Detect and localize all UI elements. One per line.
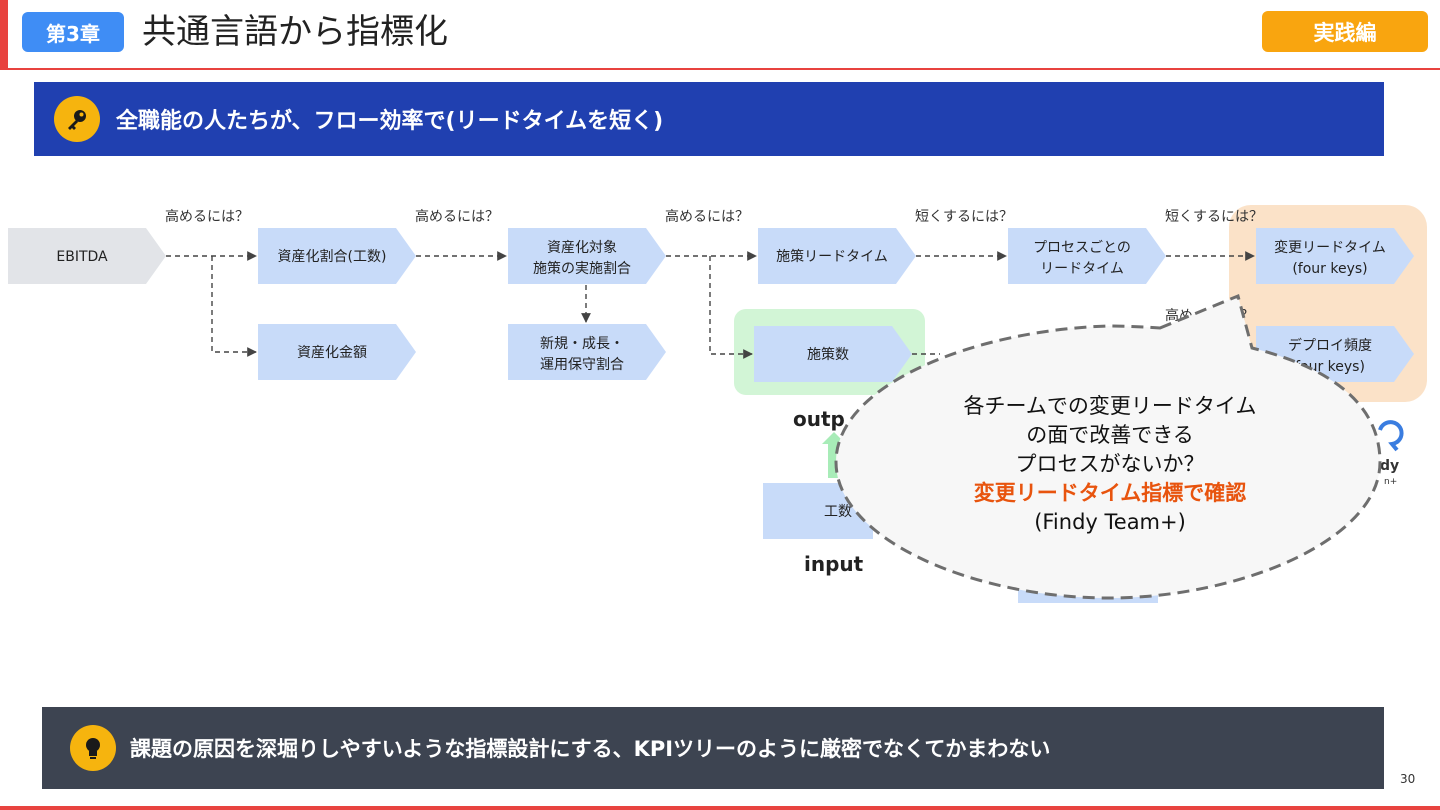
node-label: 施策リードタイム — [776, 248, 888, 265]
callout-line: の面で改善できる — [1026, 423, 1194, 447]
node-label: 資産化割合(工数) — [278, 248, 387, 265]
node-label: (four keys) — [1292, 261, 1367, 277]
footer-divider — [0, 806, 1440, 810]
output-label: outp — [793, 407, 845, 431]
practice-badge: 実践編 — [1262, 11, 1428, 52]
page-number: 30 — [1400, 772, 1416, 786]
question-label: 短くするには？ — [1165, 209, 1263, 225]
lead-time-kpi-diagram: 高めるには？ 高めるには？ 高めるには？ 短くするには？ 短くするには？ 高め … — [8, 205, 1427, 603]
node-process-lead-time — [1008, 228, 1166, 284]
callout-line: プロセスがないか？ — [1016, 452, 1205, 476]
node-change-lead-time — [1256, 228, 1414, 284]
callout-line: (Findy Team+) — [1034, 510, 1186, 534]
callout-line: 各チームでの変更リードタイム — [964, 394, 1257, 418]
findy-logo-icon — [1378, 420, 1404, 452]
node-label: 資産化金額 — [297, 345, 367, 361]
node-label: 資産化対象 — [547, 240, 617, 256]
node-capitalization-amount — [258, 324, 416, 380]
node-label: デプロイ頻度 — [1288, 337, 1372, 354]
node-new-growth-ratio — [508, 324, 666, 380]
question-label: 高めるには？ — [165, 208, 249, 225]
key-message-text: 全職能の人たちが、フロー効率で(リードタイムを短く) — [116, 109, 664, 134]
node-label: 運用保守割合 — [540, 356, 624, 373]
findy-logo-subtext: n+ — [1384, 477, 1397, 487]
header-divider — [0, 68, 1440, 70]
tip-banner: 課題の原因を深堀りしやすいような指標設計にする、KPIツリーのように厳密でなくて… — [42, 707, 1384, 789]
question-label: 高めるには？ — [665, 208, 749, 225]
callout-emphasis: 変更リードタイム指標で確認 — [974, 481, 1247, 505]
node-label: リードタイム — [1040, 261, 1124, 277]
node-label: 施策の実施割合 — [533, 260, 631, 277]
left-accent-bar — [0, 0, 8, 68]
node-label: プロセスごとの — [1033, 240, 1131, 256]
chapter-badge: 第3章 — [22, 12, 124, 52]
page-title: 共通言語から指標化 — [142, 12, 448, 52]
key-message-banner: 全職能の人たちが、フロー効率で(リードタイムを短く) — [34, 82, 1384, 156]
node-label: 新規・成長・ — [540, 336, 624, 352]
callout-bubble — [834, 293, 1382, 600]
connector-ebitda-amount — [211, 256, 257, 357]
node-label: 変更リードタイム — [1274, 239, 1386, 256]
node-ebitda — [8, 228, 166, 284]
key-icon — [54, 96, 100, 142]
tip-text: 課題の原因を深堀りしやすいような指標設計にする、KPIツリーのように厳密でなくて… — [130, 737, 1051, 761]
node-label: 工数 — [824, 504, 852, 520]
node-initiative-ratio — [508, 228, 666, 284]
node-initiative-count — [754, 326, 912, 382]
node-capitalization-ratio — [258, 228, 416, 284]
connector-initiative-count — [709, 256, 753, 359]
input-label: input — [804, 552, 864, 576]
question-label: 短くするには？ — [915, 209, 1013, 225]
node-label: EBITDA — [56, 249, 108, 265]
node-initiative-lead-time — [758, 228, 916, 284]
question-label: 高めるには？ — [415, 208, 499, 225]
lightbulb-icon — [70, 725, 116, 771]
node-label: 施策数 — [807, 346, 849, 363]
findy-logo-text: dy — [1380, 458, 1399, 474]
